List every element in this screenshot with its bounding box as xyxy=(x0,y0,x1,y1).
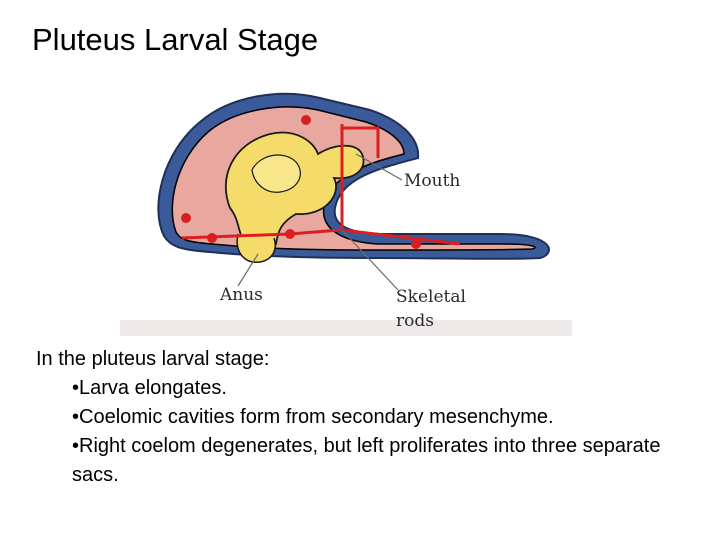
label-mouth: Mouth xyxy=(404,171,460,191)
caption-bullet: •Right coelom degenerates, but left prol… xyxy=(72,435,661,486)
caption-bullet: •Coelomic cavities form from secondary m… xyxy=(72,406,554,428)
scan-edge xyxy=(120,320,572,336)
label-skeletal-rods-line2: rods xyxy=(396,311,434,331)
caption-intro: In the pluteus larval stage: xyxy=(36,348,270,370)
caption-text: In the pluteus larval stage: •Larva elon… xyxy=(36,345,696,490)
pluteus-larva-diagram: Mouth Anus Skeletal rods xyxy=(120,58,572,336)
label-anus: Anus xyxy=(219,285,263,305)
label-leader-lines xyxy=(237,153,403,291)
skeletal-rod-nodes xyxy=(181,115,421,249)
caption-bullet-list: •Larva elongates. •Coelomic cavities for… xyxy=(36,374,696,490)
label-skeletal-rods-line1: Skeletal xyxy=(396,287,466,307)
slide-title: Pluteus Larval Stage xyxy=(32,22,319,57)
gut-inner-fold xyxy=(251,154,301,193)
gut-lower-sac xyxy=(236,233,276,263)
pluteus-larva-figure: Mouth Anus Skeletal rods xyxy=(120,58,572,336)
caption-bullet: •Larva elongates. xyxy=(72,377,227,399)
